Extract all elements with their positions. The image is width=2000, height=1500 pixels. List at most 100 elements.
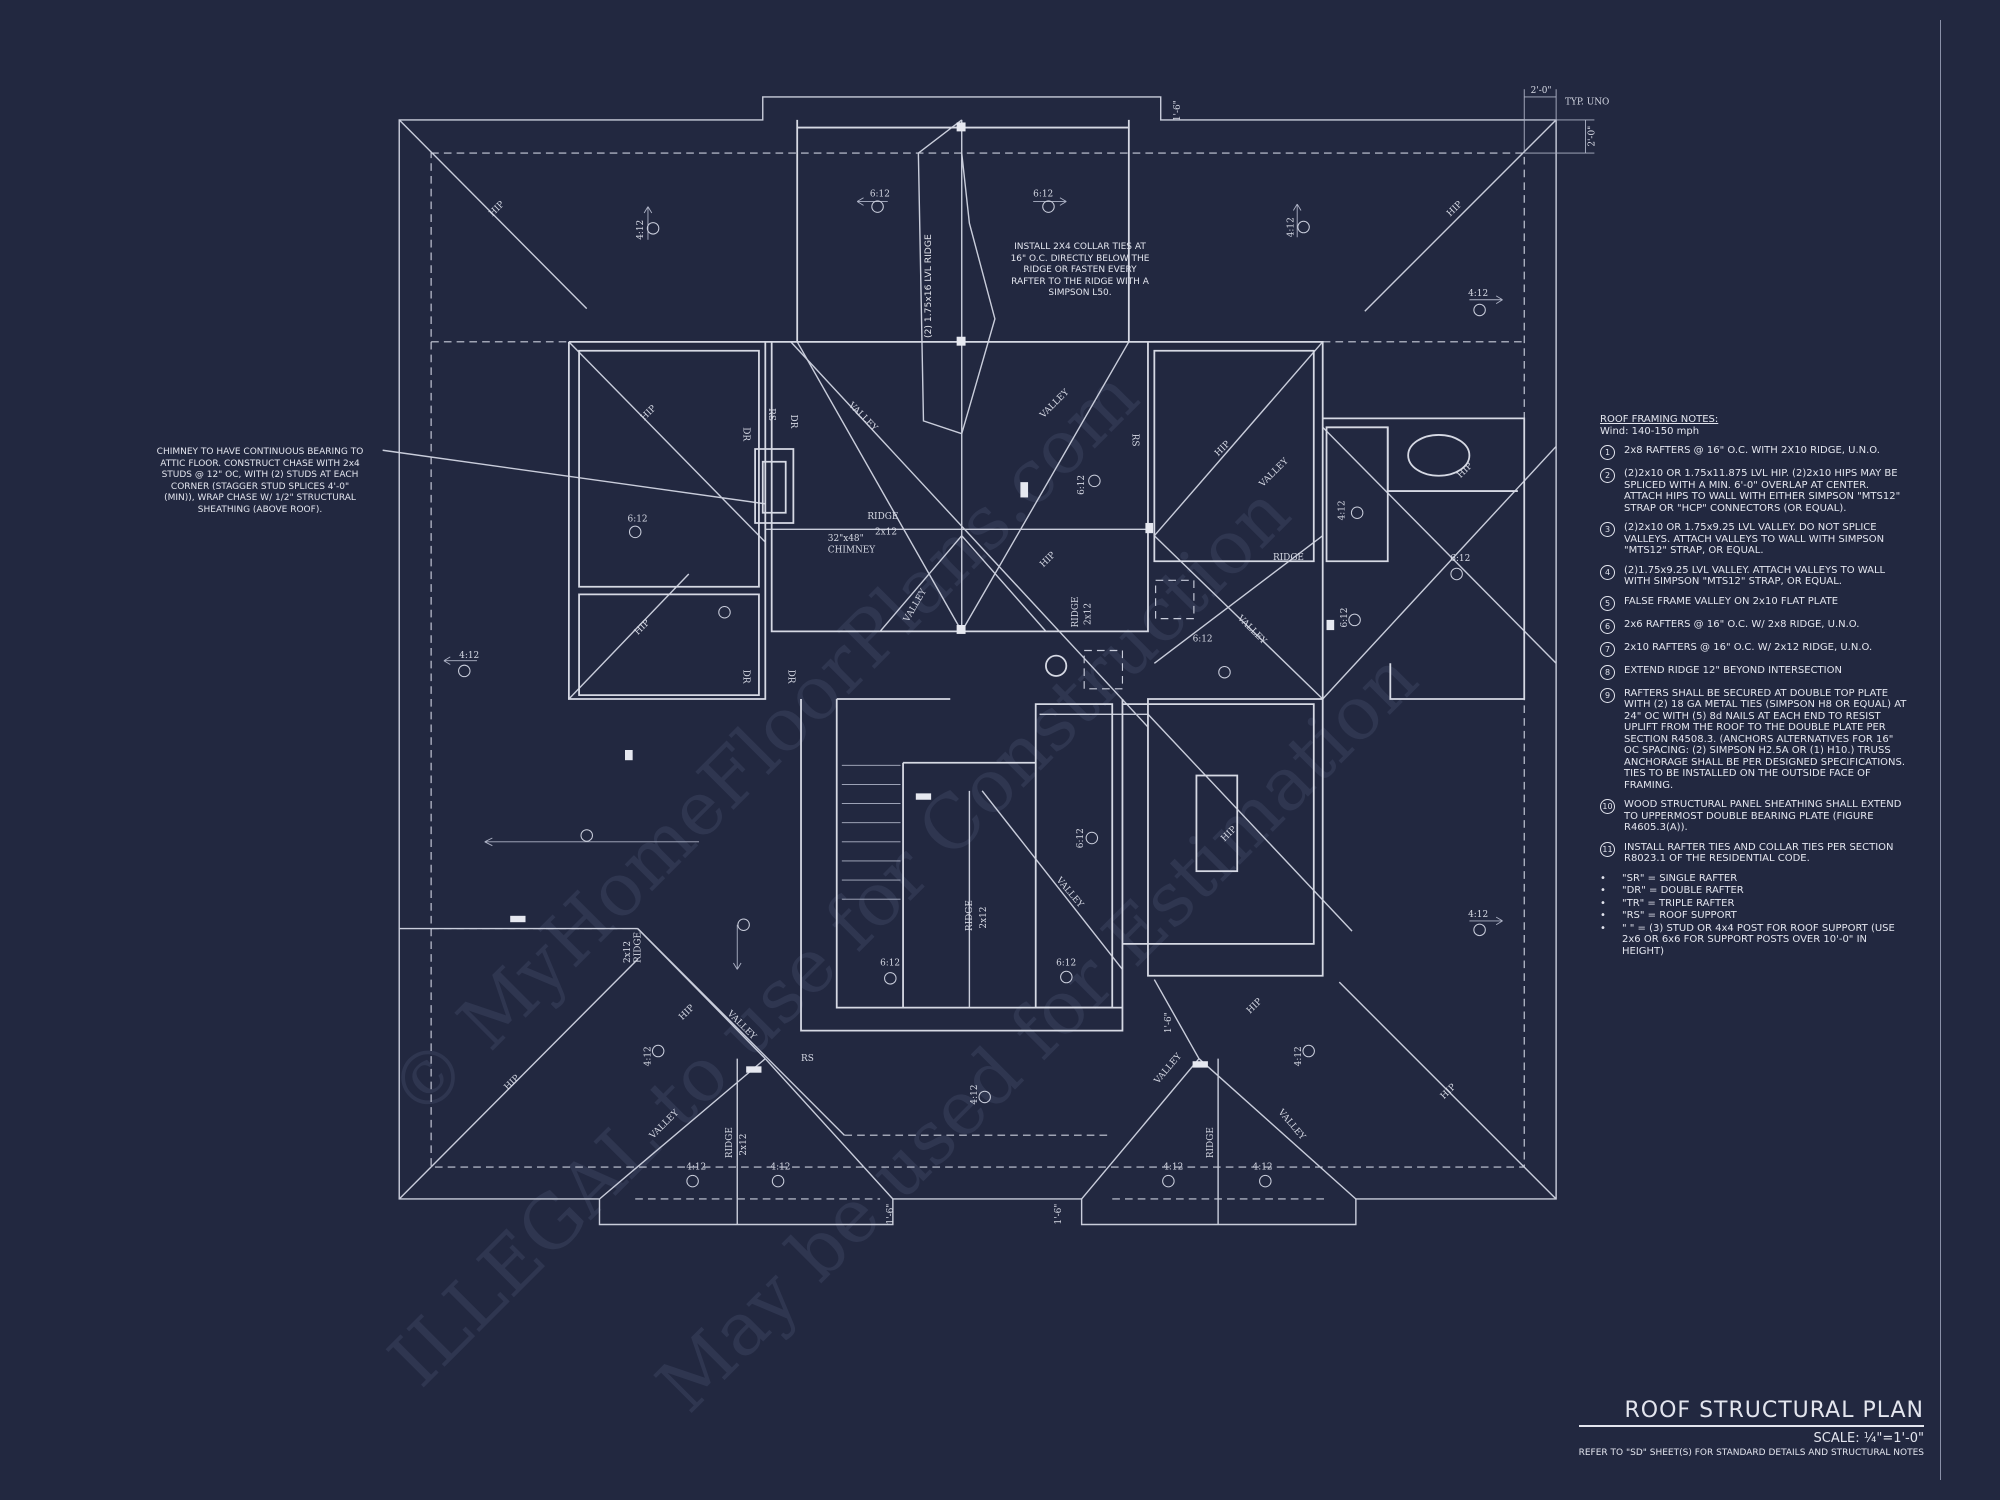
notes-header: ROOF FRAMING NOTES:	[1600, 414, 1719, 425]
note-number: 5	[1600, 595, 1615, 611]
note-item: 4 (2)1.75x9.25 LVL VALLEY. ATTACH VALLEYS…	[1600, 564, 1910, 588]
pitch-labels: 6:12 6:12 4:12 4:12 4:12 6:12 6:12 4:12 …	[443, 189, 1503, 1188]
overhang-small-bottom-left: 1'-6"	[886, 1204, 896, 1225]
bullet-icon: •	[1600, 872, 1606, 884]
roof-support-label: RS	[1130, 434, 1140, 447]
pitch-label: 4:12	[1468, 289, 1488, 299]
bullet-icon: •	[1600, 897, 1606, 909]
hip-label: HIP	[1456, 461, 1475, 480]
chimney-callout: CHIMNEY TO HAVE CONTINUOUS BEARING TO AT…	[156, 447, 364, 515]
roof-support-label: RS	[766, 408, 776, 421]
note-text: EXTEND RIDGE 12" BEYOND INTERSECTION	[1624, 664, 1842, 676]
pitch-label: 4:12	[1163, 1163, 1183, 1173]
valley-label: VALLEY	[1053, 875, 1085, 910]
hip-label: HIP	[487, 200, 506, 219]
ridge-label: RIDGE	[1071, 597, 1081, 628]
pitch-label: 6:12	[1340, 608, 1350, 628]
note-text: (2)1.75x9.25 LVL VALLEY. ATTACH VALLEYS …	[1624, 564, 1886, 588]
pitch-label: 4:12	[1294, 1046, 1304, 1066]
abbreviation-legend: •"SR" = SINGLE RAFTER • "DR" = DOUBLE RAF…	[1600, 873, 1910, 958]
double-rafter-label: DR	[785, 670, 795, 684]
hip-label: HIP	[1213, 439, 1232, 458]
pitch-label: 6:12	[1193, 635, 1213, 645]
pitch-label: 4:12	[1286, 217, 1296, 237]
valley-label: VALLEY	[1234, 613, 1268, 647]
pitch-label: 6:12	[1033, 189, 1053, 199]
pitch-label: 6:12	[1056, 959, 1076, 969]
overhang-dimension: 2'-0"	[1531, 86, 1552, 96]
legend-item: • "DR" = DOUBLE RAFTER	[1600, 885, 1910, 897]
floor-plan-walls	[567, 119, 1526, 1032]
legend-text: "DR" = DOUBLE RAFTER	[1622, 885, 1744, 896]
title-block: ROOF STRUCTURAL PLAN SCALE: ¼"=1'-0" REF…	[1578, 1398, 1924, 1458]
note-text: FALSE FRAME VALLEY ON 2x10 FLAT PLATE	[1624, 595, 1839, 607]
ridge-size-label: 2x12	[979, 907, 989, 929]
valley-label: VALLEY	[1257, 456, 1291, 490]
legend-item: •"TR" = TRIPLE RAFTER	[1600, 898, 1910, 910]
legend-item: •" " = (3) STUD OR 4x4 POST FOR ROOF SUP…	[1600, 923, 1910, 958]
legend-item: •"SR" = SINGLE RAFTER	[1600, 873, 1910, 885]
legend-item: •"RS" = ROOF SUPPORT	[1600, 910, 1910, 922]
note-number: 1	[1600, 445, 1615, 460]
ridge-size-label: 2x12	[739, 1134, 749, 1156]
pitch-label: 4:12	[1253, 1163, 1273, 1173]
bullet-icon: •	[1600, 922, 1606, 934]
roof-support-label: RS	[801, 1054, 814, 1064]
ridge-label: RIDGE	[1273, 553, 1304, 563]
hip-label: HIP	[503, 1073, 522, 1092]
double-rafter-label: DR	[741, 427, 751, 441]
note-text: WOOD STRUCTURAL PANEL SHEATHING SHALL EX…	[1624, 799, 1902, 833]
note-item: 11 INSTALL RAFTER TIES AND COLLAR TIES PE…	[1600, 841, 1910, 865]
overhang-small-top: 1'-6"	[1173, 100, 1183, 121]
pitch-label: 4:12	[459, 651, 479, 661]
note-item: 7 2x10 RAFTERS @ 16" O.C. W/ 2x12 RIDGE, …	[1600, 641, 1910, 657]
ridge-label: RIDGE	[867, 512, 898, 522]
wind-speed: Wind: 140-150 mph	[1600, 425, 1700, 437]
ridge-label: RIDGE	[1206, 1127, 1216, 1158]
pitch-label: 4:12	[1468, 910, 1488, 920]
hip-label: HIP	[1245, 997, 1264, 1016]
chimney-size: 32"x48"	[828, 534, 864, 544]
sheet-border	[1940, 20, 1941, 1480]
member-labels: HIP HIP HIP HIP HIP HIP HIP HIP HIP HIP …	[487, 200, 1474, 1158]
roof-supports	[510, 122, 1335, 1073]
ridge-size-label: 2x12	[623, 941, 633, 963]
overhang-dimension-vertical: 2'-0"	[1587, 126, 1597, 147]
note-number: 11	[1600, 841, 1615, 857]
pitch-label: 6:12	[1076, 828, 1086, 848]
hip-label: HIP	[639, 404, 658, 423]
rafter-note-markers	[458, 200, 1486, 1188]
note-number: 6	[1600, 618, 1615, 634]
overhang-small-mid: 1'-6"	[1164, 1012, 1174, 1033]
ridge-size-label: 2x12	[1084, 603, 1094, 625]
pitch-label: 6:12	[1450, 554, 1470, 564]
note-text: INSTALL RAFTER TIES AND COLLAR TIES PER …	[1624, 841, 1894, 865]
note-number: 4	[1600, 564, 1615, 580]
pitch-label: 4:12	[686, 1163, 706, 1173]
chimney-label: CHIMNEY	[828, 545, 876, 555]
hip-label: HIP	[1445, 200, 1464, 219]
pitch-label: 6:12	[880, 959, 900, 969]
drawing-title: ROOF STRUCTURAL PLAN	[1578, 1398, 1924, 1427]
reference-note: REFER TO "SD" SHEET(S) FOR STANDARD DETA…	[1578, 1448, 1924, 1458]
hip-label: HIP	[1038, 550, 1057, 569]
dimension-marks: 2'-0" TYP. UNO 2'-0" 1'-6" 1'-6" 1'-6" 1…	[886, 86, 1609, 1224]
note-number: 2	[1600, 468, 1615, 483]
pitch-label: 4:12	[970, 1085, 980, 1105]
bullet-icon: •	[1600, 885, 1606, 896]
ridge-label: RIDGE	[725, 1127, 735, 1158]
pitch-label: 4:12	[644, 1046, 654, 1066]
note-text: 2x10 RAFTERS @ 16" O.C. W/ 2x12 RIDGE, U…	[1624, 641, 1873, 653]
ridge-label: RIDGE	[965, 900, 975, 931]
lvl-ridge-label: (2) 1.75x16 LVL RIDGE	[923, 234, 934, 338]
note-text: 2x6 RAFTERS @ 16" O.C. W/ 2x8 RIDGE, U.N…	[1624, 618, 1860, 630]
pitch-label: 6:12	[628, 515, 648, 525]
hip-label: HIP	[633, 618, 652, 637]
note-number: 7	[1600, 641, 1615, 657]
pitch-label: 4:12	[1337, 500, 1347, 520]
overhang-small-bottom-right: 1'-6"	[1054, 1204, 1064, 1225]
